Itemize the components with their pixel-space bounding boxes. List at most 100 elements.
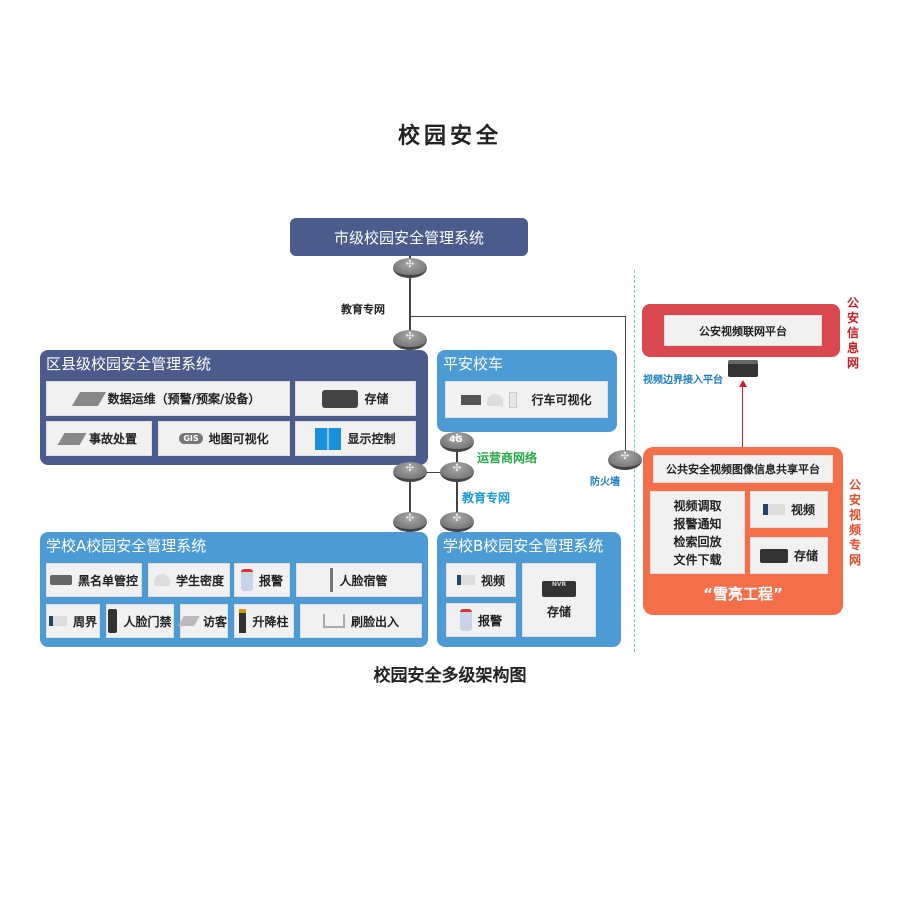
item-label: 人脸门禁 bbox=[123, 614, 172, 629]
diagram-caption: 校园安全多级架构图 bbox=[373, 666, 527, 686]
uplink-arrow bbox=[742, 386, 743, 447]
camera-icon bbox=[48, 616, 67, 626]
item-label: 周界 bbox=[72, 614, 97, 629]
item-label: 显示控制 bbox=[347, 432, 396, 446]
edu-network-label: 教育专网 bbox=[341, 303, 385, 316]
storage-icon bbox=[759, 548, 788, 563]
item-label: 升降柱 bbox=[252, 614, 289, 629]
video-wall-icon bbox=[315, 427, 342, 450]
school-bus-title: 平安校车 bbox=[443, 355, 504, 373]
dvr-icon bbox=[461, 394, 482, 405]
xueliang-item-video[interactable]: 视频 bbox=[750, 491, 828, 528]
router-icon bbox=[393, 462, 427, 482]
storage-icon bbox=[322, 389, 359, 408]
school-a-item-perimeter[interactable]: 周界 bbox=[46, 604, 100, 638]
terminal-icon bbox=[509, 391, 518, 408]
function-list: 视频调取 报警通知 检索回放 文件下载 bbox=[650, 491, 745, 574]
item-label: 事故处置 bbox=[88, 432, 137, 446]
firewall-icon bbox=[608, 450, 642, 470]
connector bbox=[409, 256, 411, 336]
edu-network-label: 教育专网 bbox=[462, 491, 511, 505]
item-label: 行车可视化 bbox=[531, 393, 592, 407]
function-item: 检索回放 bbox=[673, 535, 722, 549]
district-item-display[interactable]: 显示控制 bbox=[295, 421, 416, 456]
turnstile-icon bbox=[322, 614, 345, 628]
connector bbox=[409, 465, 411, 520]
school-b-item-video[interactable]: 视频 bbox=[446, 563, 516, 597]
bus-item-visualization[interactable]: 行车可视化 bbox=[445, 381, 608, 418]
router-icon bbox=[440, 462, 474, 482]
function-item: 视频调取 bbox=[673, 499, 722, 513]
district-item-ops[interactable]: 数据运维（预警/预案/设备） bbox=[46, 381, 290, 416]
edge-access-label: 视频边界接入平台 bbox=[643, 375, 723, 386]
4g-router-icon bbox=[440, 432, 474, 452]
bollard-icon bbox=[239, 609, 247, 633]
school-b-item-storage[interactable]: NVR 存储 bbox=[522, 563, 596, 637]
page-title: 校园安全 bbox=[397, 124, 502, 149]
item-label: 访客 bbox=[203, 614, 228, 629]
district-item-storage[interactable]: 存储 bbox=[295, 381, 416, 416]
carrier-network-label: 运营商网络 bbox=[477, 451, 538, 465]
school-a-title: 学校A校园安全管理系统 bbox=[46, 537, 207, 555]
item-label: 地图可视化 bbox=[208, 432, 269, 446]
router-icon bbox=[393, 330, 427, 350]
camera-icon bbox=[762, 504, 785, 515]
face-terminal-icon bbox=[330, 568, 334, 592]
school-a-item-bollard[interactable]: 升降柱 bbox=[234, 604, 294, 638]
connector bbox=[420, 472, 450, 473]
router-icon bbox=[393, 258, 427, 278]
connector bbox=[410, 316, 625, 317]
police-video-network-label: 公安视频专网 bbox=[848, 478, 861, 567]
firewall-label: 防火墙 bbox=[590, 477, 620, 488]
school-a-item-gate[interactable]: 刷脸出入 bbox=[300, 604, 422, 638]
item-label: 视频 bbox=[790, 503, 815, 517]
camera-icon bbox=[456, 575, 475, 585]
public-safety-platform[interactable]: 公共安全视频图像信息共享平台 bbox=[653, 455, 833, 483]
item-label: 数据运维（预警/预案/设备） bbox=[107, 392, 261, 406]
city-system-box: 市级校园安全管理系统 bbox=[290, 218, 528, 256]
arrow-head-icon bbox=[739, 380, 747, 387]
school-a-item-blacklist[interactable]: 黑名单管控 bbox=[46, 563, 142, 597]
alarm-icon bbox=[240, 569, 253, 591]
police-info-network-label: 公安信息网 bbox=[846, 296, 859, 370]
bullet-camera-icon bbox=[49, 575, 72, 585]
school-a-item-access[interactable]: 人脸门禁 bbox=[106, 604, 174, 638]
district-system-title: 区县级校园安全管理系统 bbox=[46, 355, 212, 373]
school-a-item-alarm[interactable]: 报警 bbox=[234, 563, 290, 597]
chip-icon bbox=[71, 391, 106, 406]
nvr-icon: NVR bbox=[542, 580, 576, 597]
school-b-item-alarm[interactable]: 报警 bbox=[446, 603, 516, 637]
item-label: 报警 bbox=[477, 613, 502, 628]
dome-camera-icon bbox=[487, 393, 504, 406]
item-label: 存储 bbox=[546, 604, 571, 619]
item-label: 存储 bbox=[364, 392, 389, 406]
xueliang-project-name: “雪亮工程” bbox=[703, 585, 783, 603]
school-a-item-density[interactable]: 学生密度 bbox=[148, 563, 230, 597]
edge-gateway-icon bbox=[728, 360, 758, 377]
connector bbox=[625, 316, 626, 454]
district-item-incident[interactable]: 事故处置 bbox=[46, 421, 152, 456]
item-label: 人脸宿管 bbox=[339, 573, 388, 588]
police-video-platform[interactable]: 公安视频联网平台 bbox=[664, 315, 822, 346]
item-label: 存储 bbox=[793, 549, 818, 563]
xueliang-item-storage[interactable]: 存储 bbox=[750, 537, 828, 574]
router-icon bbox=[440, 512, 474, 532]
school-a-item-visitor[interactable]: 访客 bbox=[178, 604, 228, 638]
item-label: 刷脸出入 bbox=[350, 614, 399, 629]
incident-icon bbox=[57, 432, 87, 445]
item-label: 报警 bbox=[258, 573, 283, 588]
router-icon bbox=[393, 512, 427, 532]
item-label: 视频 bbox=[480, 573, 505, 588]
function-item: 报警通知 bbox=[673, 517, 722, 531]
4g-label: 4G bbox=[449, 435, 463, 445]
item-label: 黑名单管控 bbox=[77, 573, 138, 588]
access-control-icon bbox=[108, 609, 118, 633]
function-item: 文件下载 bbox=[673, 553, 722, 567]
gis-icon: GIS bbox=[179, 433, 203, 444]
school-b-title: 学校B校园安全管理系统 bbox=[443, 537, 604, 555]
item-label: 学生密度 bbox=[175, 573, 224, 588]
city-system-title: 市级校园安全管理系统 bbox=[333, 229, 484, 247]
district-item-map[interactable]: GIS 地图可视化 bbox=[158, 421, 290, 456]
visitor-machine-icon bbox=[178, 616, 200, 626]
school-a-item-dorm[interactable]: 人脸宿管 bbox=[296, 563, 422, 597]
